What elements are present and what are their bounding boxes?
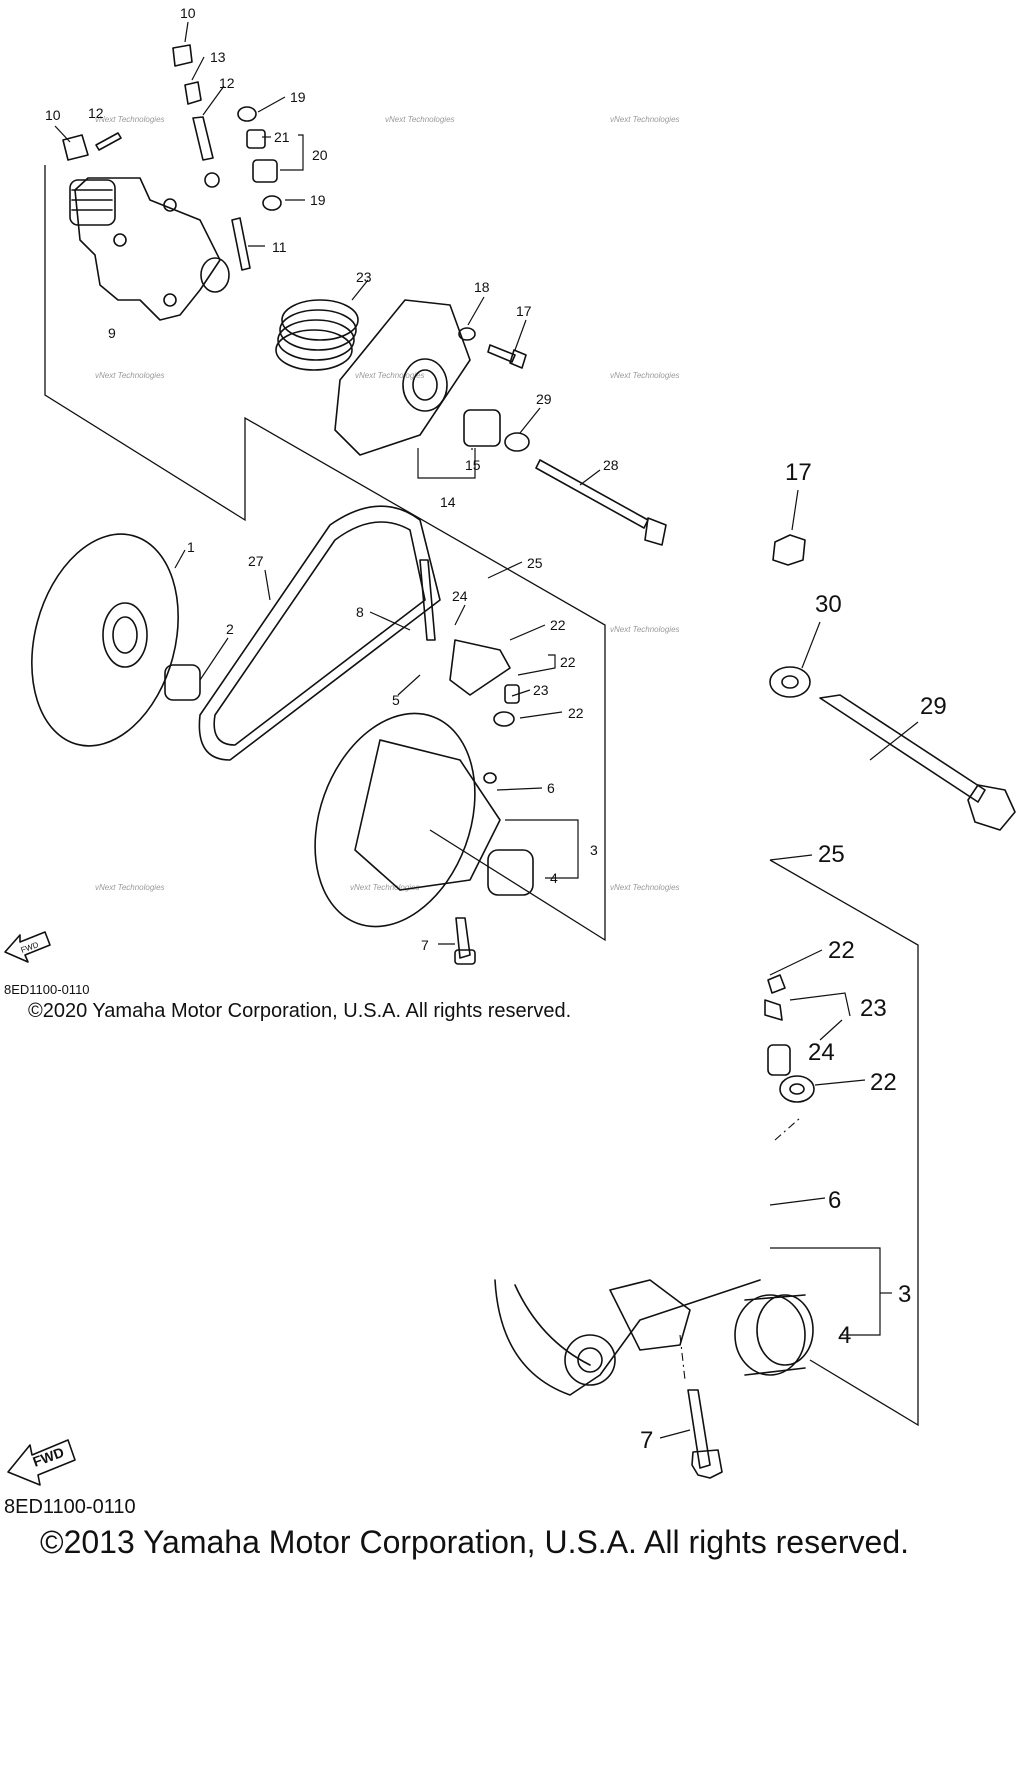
callout: 20 bbox=[312, 147, 328, 163]
large-view-parts bbox=[494, 534, 1016, 1479]
cover-plate bbox=[334, 299, 501, 479]
callout: 10 bbox=[180, 5, 196, 21]
callout: 22 bbox=[568, 705, 584, 721]
spider-hub bbox=[69, 172, 230, 321]
callout: 25 bbox=[818, 841, 845, 868]
callouts-large: 17 30 29 25 22 23 24 22 6 3 4 7 bbox=[640, 459, 947, 1454]
callout: 10 bbox=[45, 107, 61, 123]
callout: 18 bbox=[474, 279, 490, 295]
callout: 7 bbox=[421, 937, 429, 953]
callout: 24 bbox=[808, 1039, 835, 1066]
callout: 3 bbox=[590, 842, 598, 858]
callout: 19 bbox=[310, 192, 326, 208]
sheave-disc bbox=[31, 533, 201, 747]
callout: 30 bbox=[815, 591, 842, 618]
callout: 14 bbox=[440, 494, 456, 510]
callout: 13 bbox=[210, 49, 226, 65]
bolts-small bbox=[458, 327, 667, 546]
callouts-small: 10 13 12 19 21 20 19 11 10 12 9 23 18 17… bbox=[45, 5, 619, 953]
watermark: vNext Technologies bbox=[355, 371, 425, 380]
callout: 25 bbox=[527, 555, 543, 571]
fwd-arrow: FWD bbox=[4, 931, 51, 963]
callout: 1 bbox=[187, 539, 195, 555]
callout: 28 bbox=[603, 457, 619, 473]
callout: 21 bbox=[274, 129, 290, 145]
drawing-code: 8ED1100-0110 bbox=[4, 982, 90, 997]
watermark: vNext Technologies bbox=[385, 115, 455, 124]
callout: 9 bbox=[108, 325, 116, 341]
assembly-frame bbox=[44, 165, 606, 942]
watermark: vNext Technologies bbox=[350, 883, 420, 892]
sheave-housing bbox=[314, 712, 534, 965]
callout: 22 bbox=[560, 654, 576, 670]
drawing-code-large: 8ED1100-0110 bbox=[4, 1496, 136, 1518]
callout: 23 bbox=[533, 682, 549, 698]
callout: 4 bbox=[550, 870, 558, 886]
roller-arm bbox=[419, 559, 520, 784]
callout: 23 bbox=[860, 995, 887, 1022]
fwd-arrow-large: FWD bbox=[7, 1439, 76, 1486]
callout: 15 bbox=[465, 457, 481, 473]
callout: 12 bbox=[88, 105, 104, 121]
watermark: vNext Technologies bbox=[610, 625, 680, 634]
callout: 2 bbox=[226, 621, 234, 637]
watermark: vNext Technologies bbox=[95, 883, 165, 892]
callout: 11 bbox=[272, 239, 287, 255]
copyright-notice: ©2020 Yamaha Motor Corporation, U.S.A. A… bbox=[28, 1000, 572, 1022]
callout: 29 bbox=[920, 693, 947, 720]
watermark: vNext Technologies bbox=[95, 115, 165, 124]
callout: 27 bbox=[248, 553, 264, 569]
callout: 6 bbox=[547, 780, 555, 796]
callout: 5 bbox=[392, 692, 400, 708]
callout: 22 bbox=[870, 1069, 897, 1096]
callout: 7 bbox=[640, 1427, 653, 1454]
watermark-group: vNext Technologies vNext Technologies vN… bbox=[95, 115, 680, 892]
watermark: vNext Technologies bbox=[610, 115, 680, 124]
callout: 29 bbox=[536, 391, 552, 407]
callout: 6 bbox=[828, 1187, 841, 1214]
watermark: vNext Technologies bbox=[610, 371, 680, 380]
callout: 19 bbox=[290, 89, 306, 105]
watermark: vNext Technologies bbox=[610, 883, 680, 892]
callout: 24 bbox=[452, 588, 468, 604]
watermark: vNext Technologies bbox=[95, 371, 165, 380]
drive-belt bbox=[198, 505, 441, 761]
callout: 17 bbox=[785, 459, 812, 486]
callout: 17 bbox=[516, 303, 532, 319]
callout: 3 bbox=[898, 1281, 911, 1308]
callout: 22 bbox=[550, 617, 566, 633]
spring bbox=[275, 299, 359, 371]
callout: 4 bbox=[838, 1322, 851, 1349]
callout: 22 bbox=[828, 937, 855, 964]
spider-hardware bbox=[62, 44, 282, 271]
callout: 23 bbox=[356, 269, 372, 285]
copyright-notice-large: ©2013 Yamaha Motor Corporation, U.S.A. A… bbox=[40, 1524, 910, 1560]
callout: 8 bbox=[356, 604, 364, 620]
callout: 12 bbox=[219, 75, 235, 91]
